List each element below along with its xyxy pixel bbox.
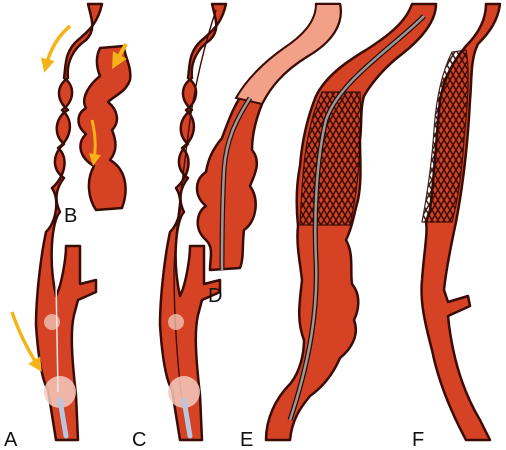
guidewire-icon	[173, 9, 217, 401]
guidewire-icon	[55, 279, 59, 393]
panel-c	[158, 2, 228, 442]
panel-d	[195, 2, 342, 272]
panel-e	[264, 2, 438, 442]
panel-label-e: E	[240, 429, 253, 450]
flow-arrow-icon	[10, 311, 42, 372]
stent-graft-icon	[234, 3, 342, 106]
stent-icon	[421, 49, 469, 223]
balloon-icon	[168, 314, 184, 330]
panel-label-b: B	[64, 205, 77, 227]
vessel-b	[77, 44, 132, 212]
balloon-icon	[44, 376, 76, 408]
guidewire-icon	[288, 15, 425, 421]
guidewire-icon	[220, 97, 252, 271]
panel-label-f: F	[412, 429, 424, 450]
panel-label-c: C	[132, 429, 146, 450]
catheter-icon	[181, 397, 193, 439]
panel-label-a: A	[4, 429, 18, 450]
panel-label-d: D	[208, 285, 222, 307]
catheter-icon	[57, 397, 69, 439]
flow-arrow-icon	[112, 43, 128, 69]
panel-b	[77, 43, 132, 212]
flow-arrow-icon	[89, 119, 101, 166]
panel-a	[10, 2, 104, 442]
flow-arrow-icon	[40, 24, 72, 73]
vessel-a	[34, 2, 104, 442]
balloon-icon	[168, 376, 200, 408]
panel-f	[420, 2, 502, 442]
